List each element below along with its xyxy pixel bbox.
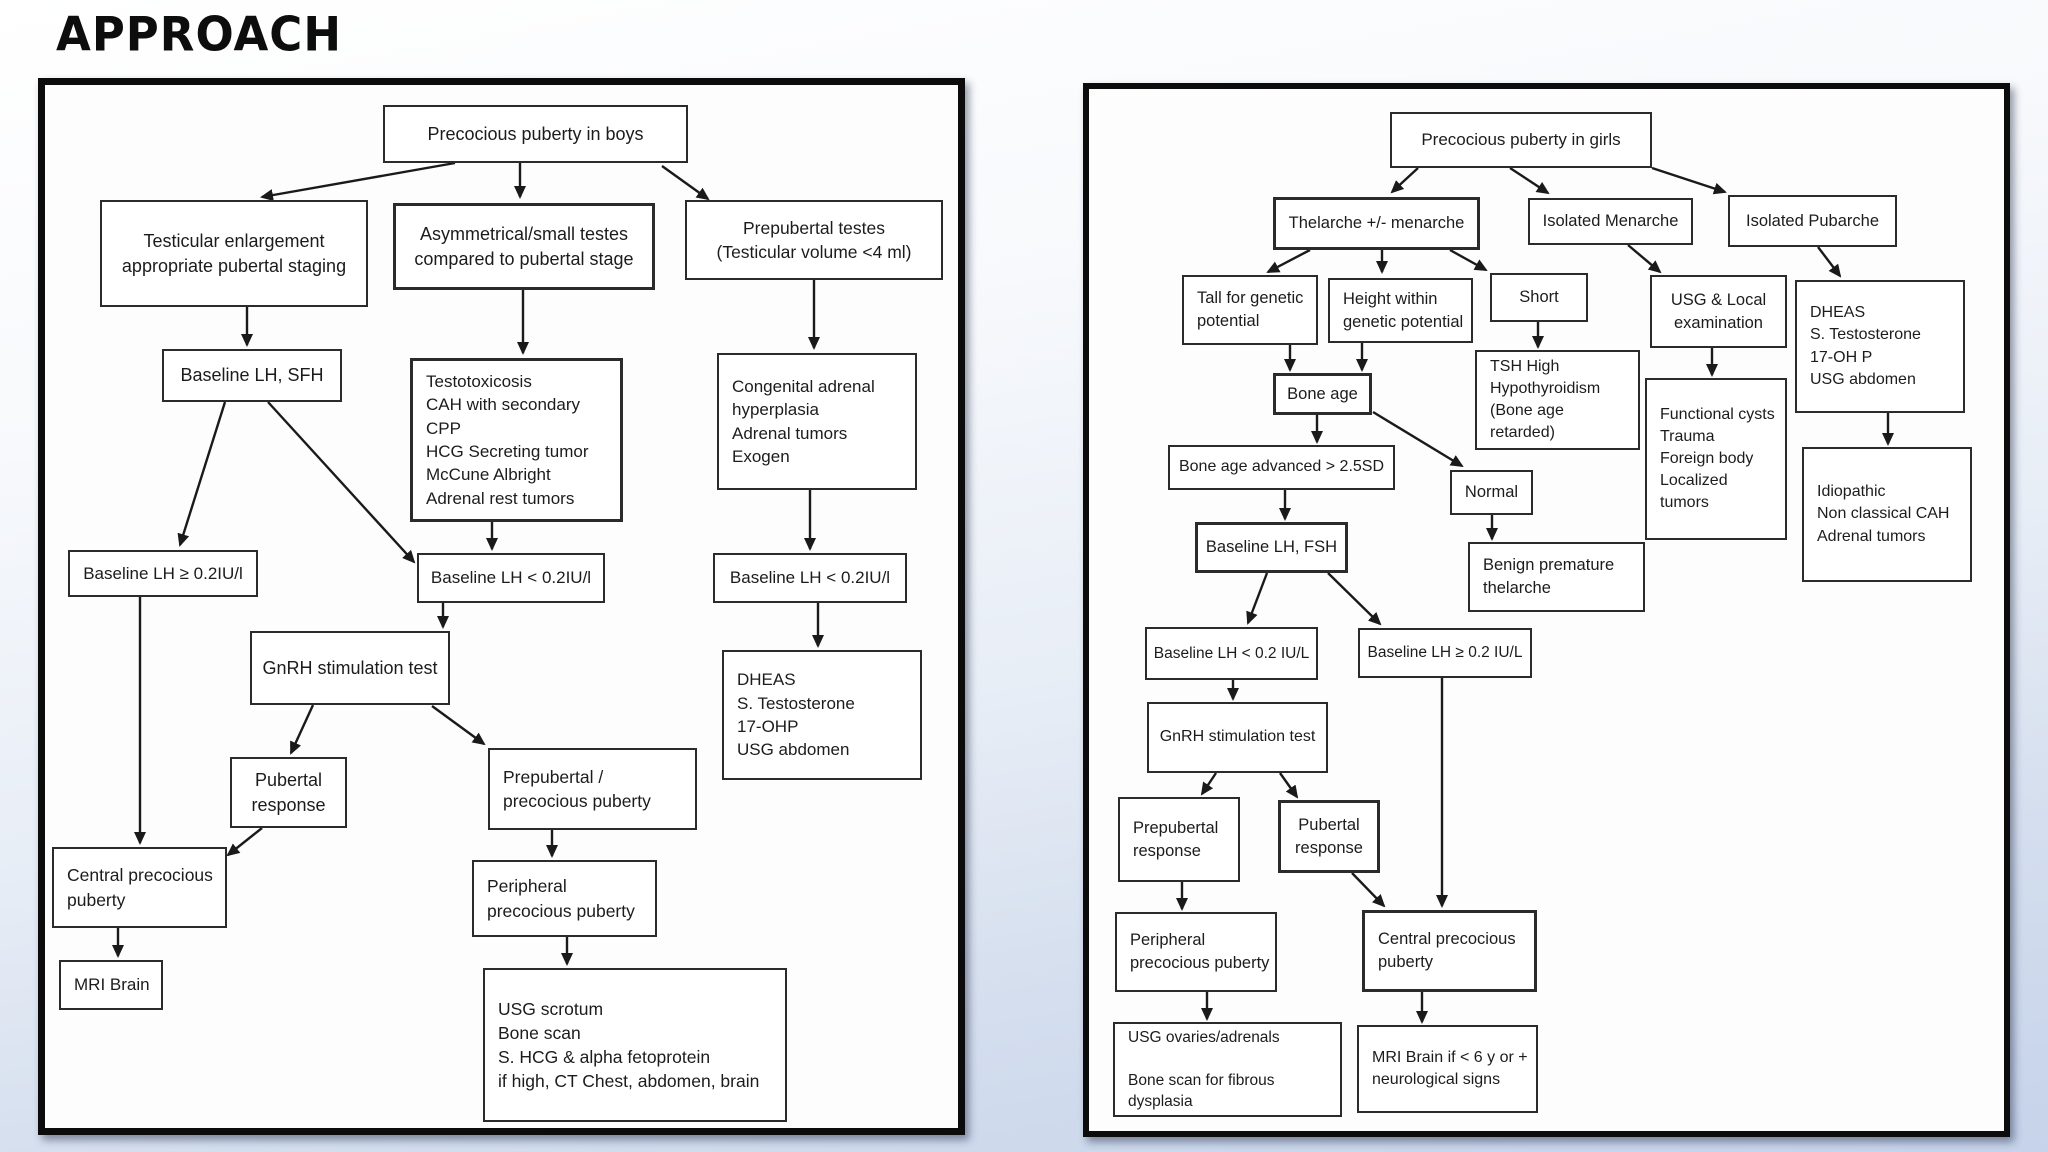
boys-flow-arrows <box>112 161 824 966</box>
flow-arrow <box>177 401 227 547</box>
flow-arrow <box>1651 166 1727 195</box>
page-title: APPROACH <box>56 6 342 63</box>
flow-arrow <box>226 827 263 857</box>
girls-flow-arrows <box>1176 166 1894 1024</box>
flow-arrow <box>431 705 486 746</box>
node-bone-age: Bone age <box>1273 373 1372 415</box>
node-thelarche-menarche: Thelarche +/- menarche <box>1273 197 1480 250</box>
flow-arrow <box>661 165 710 201</box>
node-baseline-lh-sfh: Baseline LH, SFH <box>162 349 342 402</box>
node-normal: Normal <box>1450 470 1533 515</box>
node-girls-root: Precocious puberty in girls <box>1390 112 1652 168</box>
flow-arrow <box>1390 167 1419 194</box>
flow-arrow <box>1246 572 1269 625</box>
flow-arrow <box>1509 166 1550 195</box>
flow-arrow <box>267 401 416 564</box>
flow-arrow <box>1279 772 1299 799</box>
node-girls-baseline-lh-high: Baseline LH ≥ 0.2 IU/L <box>1358 628 1532 678</box>
flow-arrow <box>1449 248 1488 272</box>
node-baseline-lh-low-right: Baseline LH < 0.2IU/l <box>713 553 907 603</box>
flow-arrow <box>1327 572 1382 626</box>
node-boys-root: Precocious puberty in boys <box>383 105 688 163</box>
node-prepubertal-testes: Prepubertal testes(Testicular volume <4 … <box>685 200 943 280</box>
flow-arrow <box>1266 248 1311 274</box>
node-bone-age-advanced: Bone age advanced > 2.5SD <box>1168 445 1395 490</box>
node-gnrh-stimulation-test: GnRH stimulation test <box>250 631 450 705</box>
node-short: Short <box>1490 273 1588 322</box>
node-usg-ovaries-workup: USG ovaries/adrenals Bone scan for fibro… <box>1113 1022 1342 1117</box>
flow-arrow <box>289 704 315 755</box>
flow-arrow <box>260 161 456 202</box>
node-girls-baseline-lh-low: Baseline LH < 0.2 IU/L <box>1145 627 1318 680</box>
flow-arrow <box>1200 772 1217 796</box>
flow-arrow <box>1627 244 1662 274</box>
node-mri-brain-criteria: MRI Brain if < 6 y or +neurological sign… <box>1357 1025 1538 1113</box>
node-mri-brain: MRI Brain <box>59 960 163 1010</box>
node-isolated-pubarche: Isolated Pubarche <box>1728 195 1897 247</box>
node-baseline-lh-high: Baseline LH ≥ 0.2IU/l <box>68 550 258 597</box>
node-girls-gnrh-test: GnRH stimulation test <box>1147 702 1328 773</box>
flow-arrow <box>1372 410 1464 468</box>
node-prepubertal-precocious: Prepubertal /precocious puberty <box>488 748 697 830</box>
node-baseline-lh-fsh: Baseline LH, FSH <box>1195 522 1348 573</box>
flow-arrow <box>1817 246 1842 278</box>
flow-arrow <box>1351 872 1386 908</box>
node-baseline-lh-low-mid: Baseline LH < 0.2IU/l <box>417 553 605 603</box>
node-isolated-menarche: Isolated Menarche <box>1528 198 1693 245</box>
